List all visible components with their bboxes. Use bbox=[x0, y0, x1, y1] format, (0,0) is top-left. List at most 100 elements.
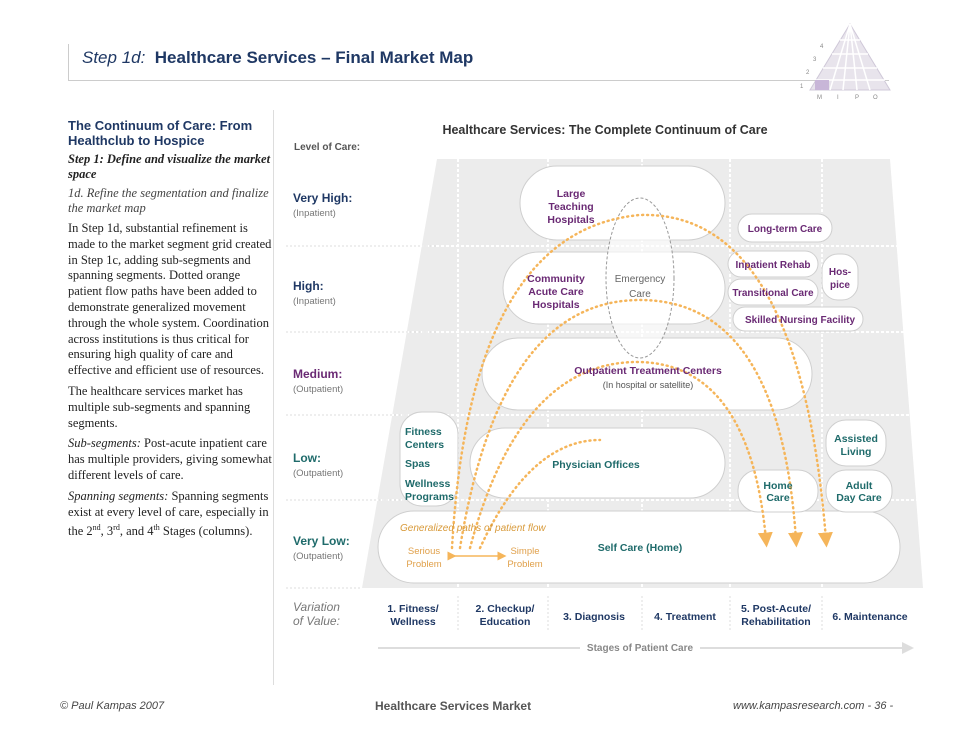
level-very-high: Very High: bbox=[293, 191, 352, 205]
level-high: High: bbox=[293, 279, 324, 293]
community-line-1: Community bbox=[527, 273, 585, 285]
community-line-2: Acute Care bbox=[528, 286, 584, 298]
long-term-care-label: Long-term Care bbox=[748, 224, 823, 235]
logo-level-3: 3 bbox=[813, 57, 817, 63]
title-bar bbox=[68, 44, 889, 81]
page-title-prefix: Step 1d: bbox=[82, 48, 146, 67]
stage-2-line-2: Education bbox=[480, 616, 531, 628]
step1d-text: 1d. Refine the segmentation and finalize… bbox=[68, 186, 269, 215]
level-of-care-label: Level of Care: bbox=[294, 142, 360, 153]
level-high-sub: (Inpatient) bbox=[293, 296, 336, 307]
spanning-text-3: , and 4 bbox=[119, 524, 154, 539]
logo-level-4: 4 bbox=[820, 44, 824, 50]
stage-6-label: 6. Maintenance bbox=[832, 611, 907, 623]
skilled-nursing-shape bbox=[732, 306, 864, 332]
transitional-care-label: Transitional Care bbox=[732, 288, 814, 299]
inpatient-rehab-label: Inpatient Rehab bbox=[735, 260, 810, 271]
hospice-shape bbox=[821, 253, 859, 301]
mipo-pyramid-logo: 4 3 2 1 M I P O bbox=[800, 23, 891, 101]
footer-center-title: Healthcare Services Market bbox=[375, 699, 532, 713]
footer-url-page: www.kampasresearch.com - 36 - bbox=[733, 700, 893, 712]
logo-level-1: 1 bbox=[800, 84, 804, 90]
simple-problem-line-1: Simple bbox=[510, 546, 539, 557]
page-title-main: Healthcare Services – Final Market Map bbox=[154, 48, 474, 67]
stage-3-label: 3. Diagnosis bbox=[563, 611, 625, 623]
serious-problem-line-1: Serious bbox=[408, 546, 440, 557]
serious-problem-line-2: Problem bbox=[406, 559, 441, 570]
sup-th: th bbox=[153, 523, 160, 533]
outpatient-centers-label: Outpatient Treatment Centers bbox=[574, 365, 722, 377]
assisted-living-shape bbox=[825, 419, 887, 467]
assisted-living-line-2: Living bbox=[841, 446, 872, 458]
spanning-label: Spanning segments: bbox=[68, 488, 169, 503]
logo-level-2: 2 bbox=[806, 70, 810, 76]
level-low-sub: (Outpatient) bbox=[293, 468, 343, 479]
adult-day-care-shape bbox=[825, 469, 893, 513]
stage-5-line-1: 5. Post-Acute/ bbox=[741, 603, 811, 615]
fitness-centers-line-2: Centers bbox=[405, 439, 444, 451]
level-very-high-sub: (Inpatient) bbox=[293, 208, 336, 219]
left-panel: The Continuum of Care: From Healthclub t… bbox=[68, 110, 274, 685]
self-care-label: Self Care (Home) bbox=[598, 542, 683, 554]
emergency-line-1: Emergency bbox=[615, 274, 666, 285]
home-care-line-1: Home bbox=[763, 480, 792, 492]
large-teaching-line-2: Teaching bbox=[548, 201, 593, 213]
spanning-text-4: Stages (columns). bbox=[159, 524, 253, 539]
large-teaching-line-3: Hospitals bbox=[547, 214, 594, 226]
paragraph-spanning: Spanning segments: Spanning segments exi… bbox=[68, 489, 273, 541]
continuum-of-care-diagram: Healthcare Services: The Complete Contin… bbox=[286, 123, 923, 656]
logo-letter-p: P bbox=[855, 95, 859, 101]
variation-label-line-1: Variation bbox=[293, 600, 340, 614]
variation-label-line-2: of Value: bbox=[293, 614, 340, 628]
paragraph-subsegments: Sub-segments: Post-acute inpatient care … bbox=[68, 436, 273, 483]
paragraph-2: The healthcare services market has multi… bbox=[68, 383, 251, 430]
fitness-centers-line-1: Fitness bbox=[405, 426, 442, 438]
stages-axis-label: Stages of Patient Care bbox=[587, 643, 694, 654]
physician-offices-label: Physician Offices bbox=[552, 459, 640, 471]
stage-1-line-1: 1. Fitness/ bbox=[387, 603, 438, 615]
hospice-line-1: Hos- bbox=[829, 267, 851, 278]
self-care-shape bbox=[377, 510, 901, 584]
level-very-low-sub: (Outpatient) bbox=[293, 551, 343, 562]
fitness-spas-wellness-shape bbox=[399, 411, 459, 507]
step1-text: Step 1: Define and visualize the market … bbox=[68, 152, 271, 181]
level-very-low: Very Low: bbox=[293, 534, 350, 548]
adult-day-line-2: Day Care bbox=[836, 492, 882, 504]
emergency-care-shape bbox=[605, 197, 675, 359]
long-term-care-shape bbox=[737, 213, 833, 243]
wellness-line-2: Programs bbox=[405, 491, 454, 503]
large-teaching-line-1: Large bbox=[557, 188, 586, 200]
diagram-title: Healthcare Services: The Complete Contin… bbox=[442, 123, 767, 137]
adult-day-line-1: Adult bbox=[846, 480, 873, 492]
level-medium-sub: (Outpatient) bbox=[293, 384, 343, 395]
community-line-3: Hospitals bbox=[532, 299, 579, 311]
stage-1-line-2: Wellness bbox=[390, 616, 435, 628]
outpatient-centers-sub: (In hospital or satellite) bbox=[603, 380, 694, 390]
subsegments-label: Sub-segments: bbox=[68, 436, 141, 451]
flow-paths-label: Generalized paths of patient flow bbox=[400, 523, 546, 534]
skilled-nursing-label: Skilled Nursing Facility bbox=[745, 315, 855, 326]
footer-copyright-text: © Paul Kampas 2007 bbox=[60, 700, 165, 712]
logo-letter-i: I bbox=[837, 95, 839, 101]
footer-copyright: © Paul Kampas 2007 bbox=[60, 700, 164, 712]
stage-5-line-2: Rehabilitation bbox=[741, 616, 810, 628]
wellness-line-1: Wellness bbox=[405, 478, 450, 490]
emergency-line-2: Care bbox=[629, 289, 651, 300]
stage-2-line-1: 2. Checkup/ bbox=[476, 603, 535, 615]
logo-letter-m: M bbox=[817, 95, 822, 101]
sup-nd: nd bbox=[92, 523, 101, 533]
stage-4-label: 4. Treatment bbox=[654, 611, 716, 623]
page-title: Step 1d: Healthcare Services – Final Mar… bbox=[82, 48, 473, 68]
spanning-text-2: , 3 bbox=[100, 524, 114, 539]
patient-flow-paths bbox=[450, 213, 833, 550]
spas-label: Spas bbox=[405, 458, 430, 470]
transitional-care-shape bbox=[727, 278, 819, 306]
assisted-living-line-1: Assisted bbox=[834, 433, 878, 445]
hospice-line-2: pice bbox=[830, 280, 850, 291]
footer-url-page-text: www.kampasresearch.com - 36 - bbox=[733, 700, 894, 712]
level-low: Low: bbox=[293, 451, 321, 465]
sup-rd: rd bbox=[113, 523, 120, 533]
paragraph-1: In Step 1d, substantial refinement is ma… bbox=[68, 221, 272, 378]
logo-letter-o: O bbox=[873, 95, 878, 101]
simple-problem-line-2: Problem bbox=[507, 559, 542, 570]
